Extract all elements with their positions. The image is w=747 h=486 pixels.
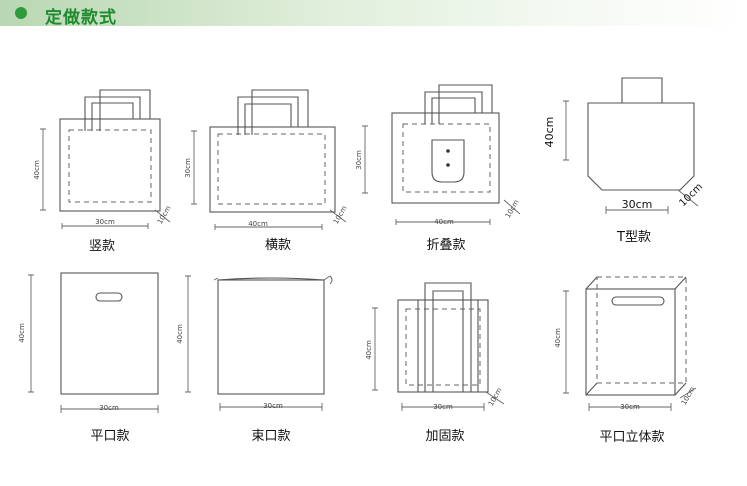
bag-t-type-gusset-label: 10cm — [677, 181, 705, 209]
bag-horizontal-dimensions — [191, 130, 347, 230]
bag-flat-3d-gusset-label: 10cm — [680, 385, 697, 406]
bag-flat-width-label: 30cm — [99, 404, 119, 412]
bag-flat-3d-dimensions — [563, 290, 697, 411]
bag-reinforced-width-label: 30cm — [433, 403, 453, 411]
bag-flat-3d-caption: 平口立体款 — [599, 430, 664, 445]
bag-horizontal: 40cm 30cm 10cm 横款 — [184, 89, 349, 253]
bag-flat-3d: 30cm 40cm 10cm 平口立体款 — [554, 276, 697, 445]
bag-reinforced-gusset-label: 10cm — [487, 386, 504, 407]
bag-flat-3d-width-label: 30cm — [620, 403, 640, 411]
bag-reinforced-dimensions — [372, 307, 505, 411]
bag-flat-3d-height-label: 40cm — [554, 328, 562, 348]
bag-reinforced-caption: 加固款 — [425, 429, 464, 444]
bag-horizontal-width-label: 40cm — [248, 220, 268, 228]
bag-drawstring-dimensions — [185, 275, 323, 411]
bag-t-type-height-label: 40cm — [543, 117, 556, 148]
bag-vertical-dimensions — [40, 128, 171, 229]
bullet-dot-icon — [15, 7, 27, 19]
section-header: 定做款式 — [0, 0, 747, 28]
bag-drawstring: 30cm 40cm 束口款 — [176, 275, 333, 444]
bag-t-type-caption: T型款 — [616, 230, 651, 245]
bag-flat-3d-drawing — [585, 276, 687, 396]
bag-vertical-height-label: 40cm — [33, 160, 41, 180]
bag-flat-drawing — [60, 272, 159, 395]
bag-horizontal-height-label: 30cm — [184, 158, 192, 178]
section-title: 定做款式 — [45, 8, 117, 28]
bag-flat-dimensions — [28, 274, 159, 413]
bag-folding: 40cm 30cm 10cm 折叠款 — [355, 84, 521, 253]
bag-horizontal-drawing — [209, 89, 336, 213]
bag-reinforced-drawing — [397, 282, 489, 393]
bag-drawstring-width-label: 30cm — [263, 402, 283, 410]
bag-t-type-width-label: 30cm — [622, 198, 653, 211]
bag-folding-height-label: 30cm — [355, 150, 363, 170]
bag-t-type: 30cm 40cm 10cm T型款 — [543, 77, 705, 245]
bag-drawstring-height-label: 40cm — [176, 324, 184, 344]
bag-vertical-width-label: 30cm — [95, 218, 115, 226]
bag-t-type-dimensions — [563, 100, 699, 214]
bag-drawstring-drawing — [213, 275, 333, 395]
bag-vertical-drawing — [59, 89, 161, 212]
bag-vertical-caption: 竖款 — [89, 239, 115, 254]
bag-flat-caption: 平口款 — [90, 429, 129, 444]
bag-horizontal-caption: 横款 — [265, 238, 291, 253]
bag-folding-caption: 折叠款 — [426, 238, 465, 253]
bag-flat-height-label: 40cm — [18, 323, 26, 343]
bag-reinforced: 30cm 40cm 10cm 加固款 — [365, 282, 505, 444]
bag-folding-drawing — [391, 84, 500, 204]
bag-folding-width-label: 40cm — [434, 218, 454, 226]
bag-vertical: 30cm 40cm 10cm 竖款 — [33, 89, 173, 254]
bag-drawstring-caption: 束口款 — [251, 429, 290, 444]
bag-horizontal-gusset-label: 10cm — [332, 204, 349, 225]
bag-folding-dimensions — [362, 125, 521, 225]
bag-reinforced-height-label: 40cm — [365, 340, 373, 360]
bag-flat: 30cm 40cm 平口款 — [18, 272, 159, 444]
bag-t-type-drawing — [587, 77, 695, 191]
bag-vertical-gusset-label: 10cm — [156, 204, 173, 225]
